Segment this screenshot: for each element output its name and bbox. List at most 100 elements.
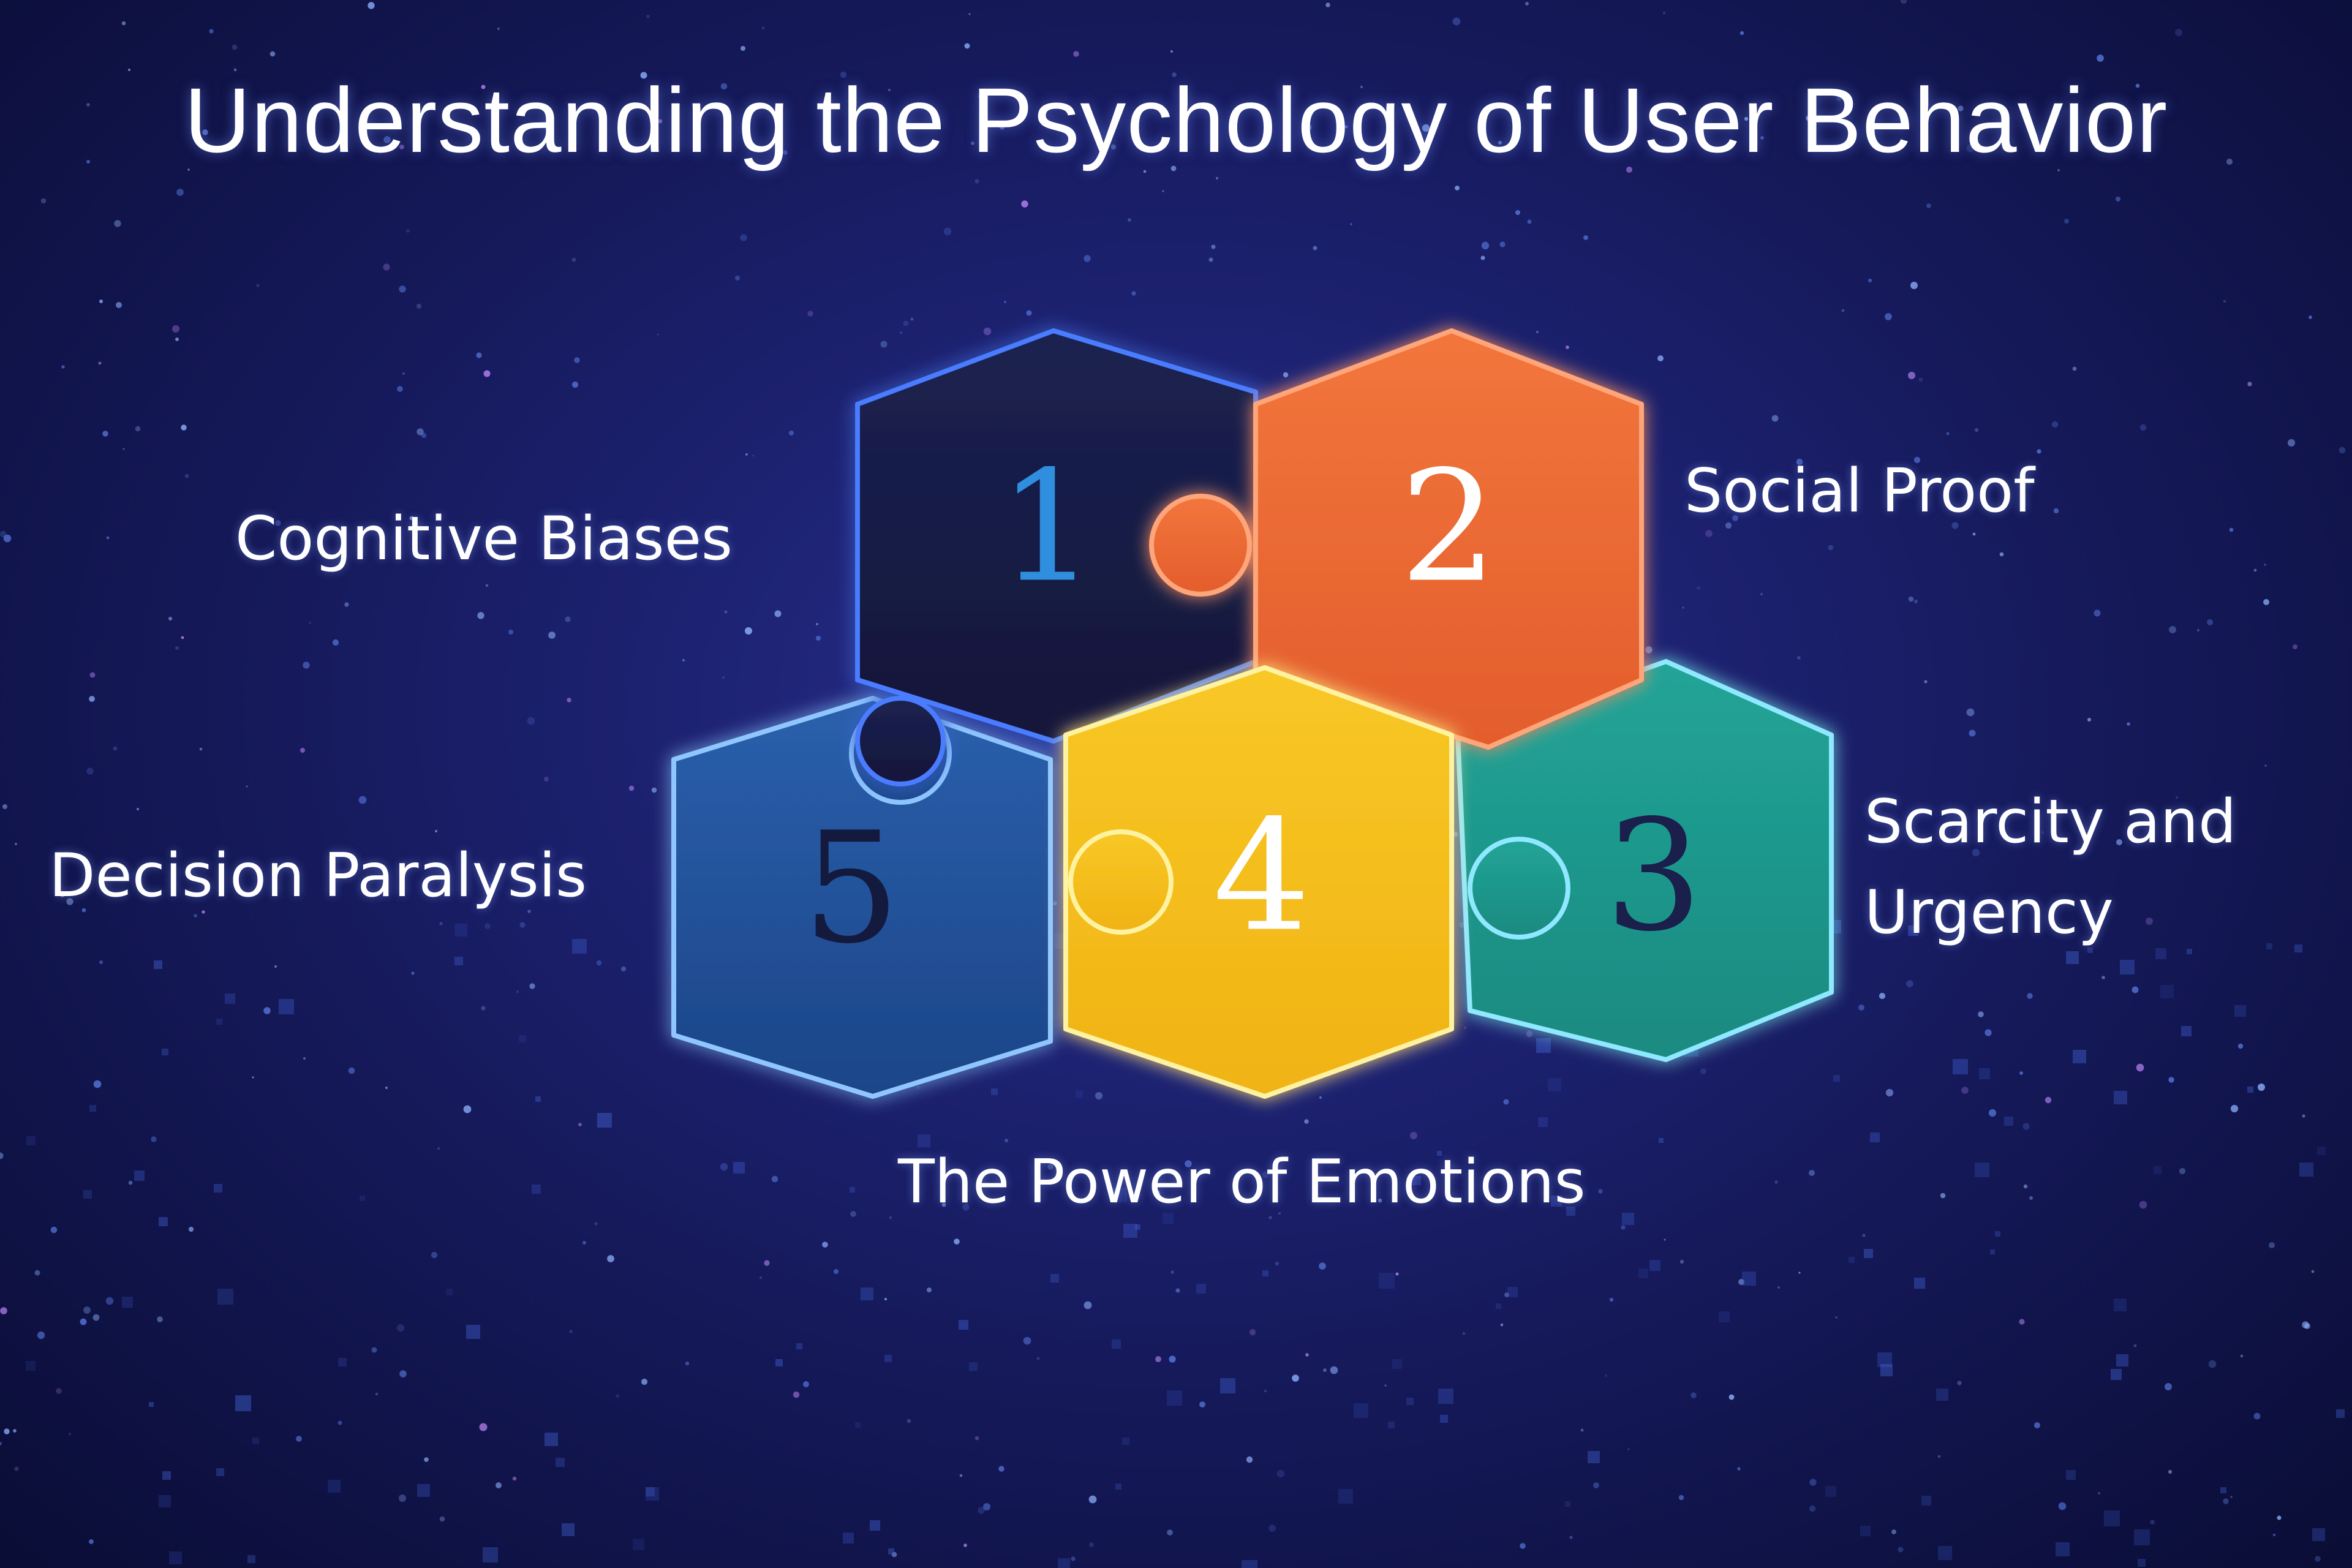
star-dot	[1211, 244, 1216, 249]
star-dot	[1900, 0, 1907, 4]
star-dot	[840, 71, 847, 78]
star-dot	[2263, 599, 2269, 605]
star-dot	[1480, 255, 1485, 260]
star-dot	[1885, 1088, 1894, 1097]
star-dot	[2029, 1196, 2033, 1200]
data-square	[545, 1433, 558, 1446]
star-dot	[850, 1211, 856, 1217]
data-square	[360, 1196, 365, 1201]
star-dot	[13, 1429, 17, 1433]
star-dot	[594, 1222, 598, 1226]
star-dot	[1172, 72, 1177, 77]
star-dot	[188, 1226, 194, 1232]
star-dot	[1678, 1494, 1684, 1501]
star-dot	[416, 303, 422, 309]
star-dot	[1304, 1119, 1309, 1124]
star-dot	[1961, 1087, 1969, 1094]
data-square	[454, 957, 463, 965]
star-dot	[1918, 377, 1923, 382]
star-dot	[916, 1085, 921, 1090]
star-dot	[2207, 619, 2213, 625]
piece-4-number: 4	[1213, 787, 1310, 965]
star-dot	[2022, 1123, 2030, 1130]
star-dot	[1728, 1394, 1735, 1400]
star-dot	[3, 534, 12, 543]
star-dot	[332, 639, 339, 646]
star-dot	[2098, 1492, 2100, 1494]
data-square	[2294, 944, 2302, 952]
data-square	[796, 1343, 802, 1349]
star-dot	[1464, 1027, 1466, 1029]
data-square	[1076, 1090, 1083, 1098]
star-dot	[2175, 796, 2179, 799]
star-dot	[1023, 1336, 1031, 1345]
star-dot	[431, 1251, 438, 1259]
star-dot	[1626, 167, 1632, 173]
star-dot	[391, 109, 396, 114]
star-dot	[89, 1539, 94, 1544]
star-dot	[2237, 1043, 2244, 1049]
star-dot	[1215, 176, 1219, 180]
data-square	[850, 1187, 855, 1193]
star-dot	[1410, 1132, 1417, 1139]
star-dot	[508, 630, 513, 635]
star-dot	[113, 746, 118, 751]
star-dot	[1536, 330, 1539, 334]
star-dot	[694, 537, 700, 543]
star-dot	[1740, 31, 1744, 36]
star-dot	[233, 68, 237, 72]
data-square	[1122, 1438, 1129, 1445]
star-dot	[175, 337, 179, 341]
label-scarcity-line-1: Scarcity and	[1864, 787, 2237, 857]
data-square	[2120, 960, 2135, 974]
data-square	[870, 1520, 880, 1531]
star-dot	[246, 785, 248, 788]
star-dot	[1500, 1323, 1504, 1327]
star-dot	[1208, 257, 1213, 262]
star-dot	[479, 1423, 488, 1431]
star-dot	[80, 1318, 87, 1325]
star-dot	[1966, 708, 1975, 717]
star-dot	[296, 1436, 302, 1442]
data-square	[417, 1484, 430, 1497]
label-cognitive-biases: Cognitive Biases	[235, 504, 733, 574]
data-square	[2160, 985, 2174, 998]
star-dot	[1452, 17, 1461, 26]
star-dot	[1071, 1556, 1076, 1561]
star-dot	[135, 426, 141, 432]
star-dot	[1052, 901, 1057, 906]
piece-5-number: 5	[802, 799, 900, 978]
data-square	[1742, 1272, 1756, 1286]
data-square	[26, 1361, 36, 1371]
star-dot	[1679, 1259, 1684, 1264]
star-dot	[888, 89, 891, 91]
data-square	[1242, 1560, 1257, 1568]
star-dot	[1305, 1353, 1309, 1357]
star-dot	[941, 1202, 946, 1207]
star-dot	[771, 1175, 778, 1183]
star-dot	[720, 83, 728, 90]
star-dot	[1503, 1099, 1509, 1105]
data-square	[1058, 1558, 1070, 1568]
star-dot	[1609, 1297, 1614, 1302]
star-dot	[497, 27, 500, 31]
star-dot	[121, 21, 126, 26]
star-dot	[650, 538, 655, 543]
data-square	[1412, 1176, 1421, 1185]
data-square	[1379, 1273, 1395, 1289]
star-dot	[1978, 1011, 1984, 1017]
star-dot	[620, 966, 627, 972]
star-dot	[964, 43, 970, 49]
star-dot	[978, 1507, 985, 1514]
star-dot	[1760, 592, 1763, 596]
star-dot	[1908, 372, 1915, 379]
star-dot	[1499, 241, 1506, 247]
star-dot	[1422, 124, 1430, 132]
star-dot	[1330, 1366, 1338, 1374]
data-square	[861, 1287, 873, 1300]
data-square	[2266, 943, 2272, 949]
star-dot	[417, 428, 424, 435]
star-dot	[617, 539, 624, 545]
star-dot	[411, 971, 415, 975]
data-square	[1354, 1403, 1368, 1418]
